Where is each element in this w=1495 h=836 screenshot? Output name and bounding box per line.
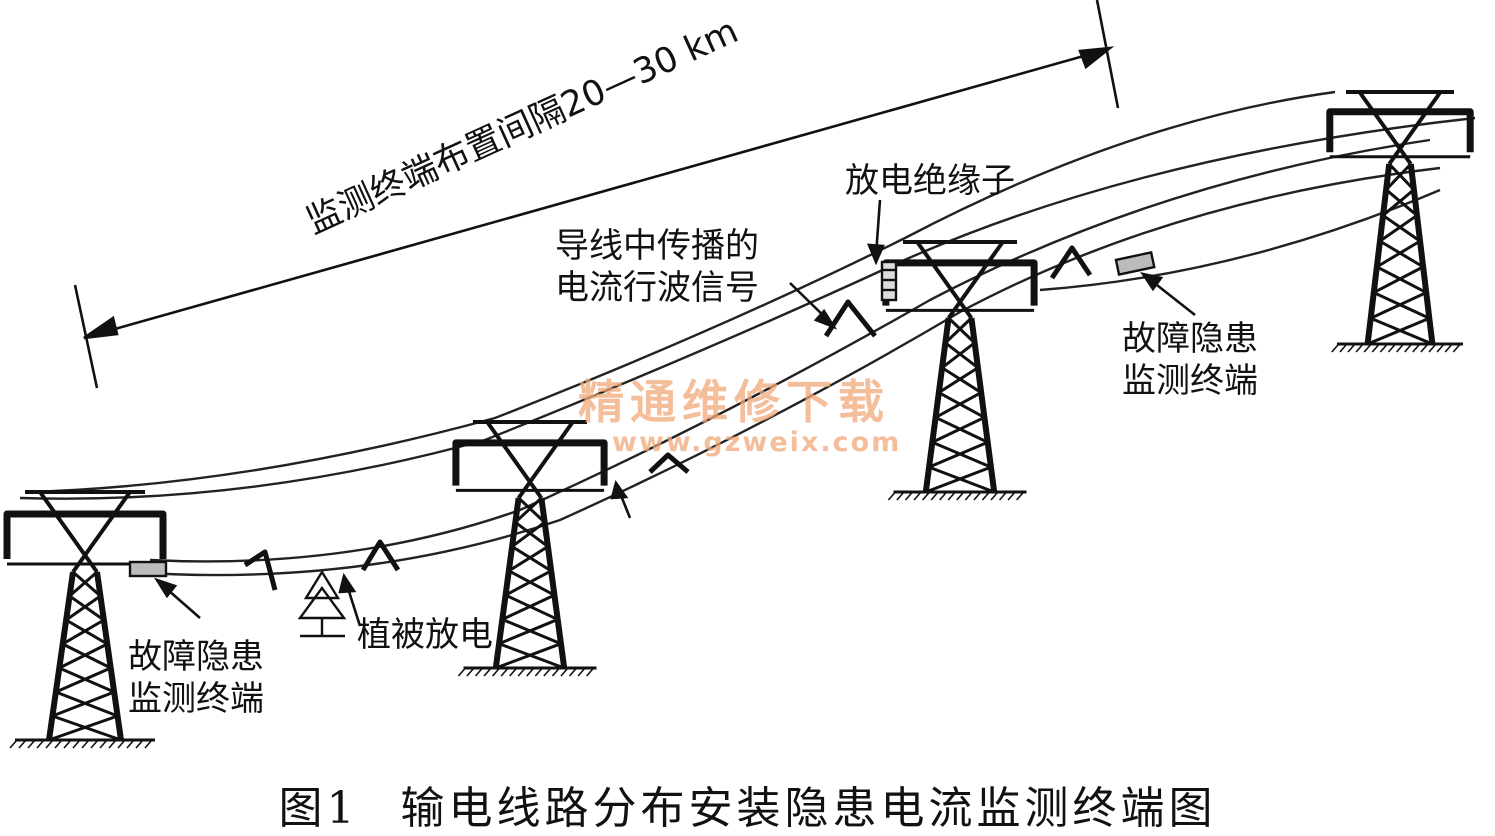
vegetation-discharge-label: 植被放电 xyxy=(357,615,493,655)
terminal-label-left: 故障隐患 监测终端 xyxy=(128,636,264,720)
tower-2 xyxy=(452,420,608,677)
vegetation-tree xyxy=(297,569,347,638)
span-dimension xyxy=(73,0,1120,389)
discharge-insulator-label: 放电绝缘子 xyxy=(845,161,1015,201)
traveling-wave-pulses xyxy=(243,245,1093,591)
wave-pulse-left-2 xyxy=(360,539,401,572)
terminal-label-right: 故障隐患 监测终端 xyxy=(1122,318,1258,402)
span-arrow-left xyxy=(83,315,119,340)
tower-3 xyxy=(882,240,1038,501)
towers xyxy=(3,90,1474,749)
terminal-label-left-line1: 故障隐患 xyxy=(128,637,264,677)
traveling-wave-label: 导线中传播的 电流行波信号 xyxy=(555,225,759,309)
monitoring-terminals xyxy=(128,250,1156,578)
ground-wire xyxy=(29,90,1336,494)
monitoring-terminal-left xyxy=(128,560,168,578)
wave-pulse-right xyxy=(1049,245,1093,280)
figure-title: 输电线路分布安装隐患电流监测终端图 xyxy=(400,783,1217,834)
traveling-wave-label-line2: 电流行波信号 xyxy=(555,268,759,308)
tower-4 xyxy=(1326,90,1474,353)
terminal-label-right-line2: 监测终端 xyxy=(1122,361,1258,401)
tower-1 xyxy=(3,490,167,749)
watermark-url: www.gzweix.com xyxy=(612,427,902,458)
conductor-top xyxy=(19,116,1476,500)
monitoring-terminal-right xyxy=(1114,250,1156,276)
figure-number: 图1 xyxy=(278,783,359,834)
leader-arrows xyxy=(153,199,1196,627)
figure-caption: 图1 输电线路分布安装隐患电流监测终端图 xyxy=(0,772,1495,836)
watermark-text: 精通维修下载 xyxy=(578,375,890,429)
traveling-wave-label-line1: 导线中传播的 xyxy=(555,226,759,266)
conductor-mid xyxy=(149,138,1431,563)
discharge-insulator xyxy=(880,260,898,302)
watermark: 精通维修下载 www.gzweix.com xyxy=(578,376,901,458)
wave-pulse-tower2 xyxy=(648,452,690,474)
span-tick-right xyxy=(1095,0,1120,109)
wave-pulse-center xyxy=(823,299,877,338)
wave-pulse-left-1 xyxy=(243,549,278,591)
span-arrow-right xyxy=(1078,46,1115,70)
terminal-label-right-line1: 故障隐患 xyxy=(1122,319,1258,359)
span-dimension-line xyxy=(89,48,1106,338)
terminal-label-left-line2: 监测终端 xyxy=(128,679,264,719)
